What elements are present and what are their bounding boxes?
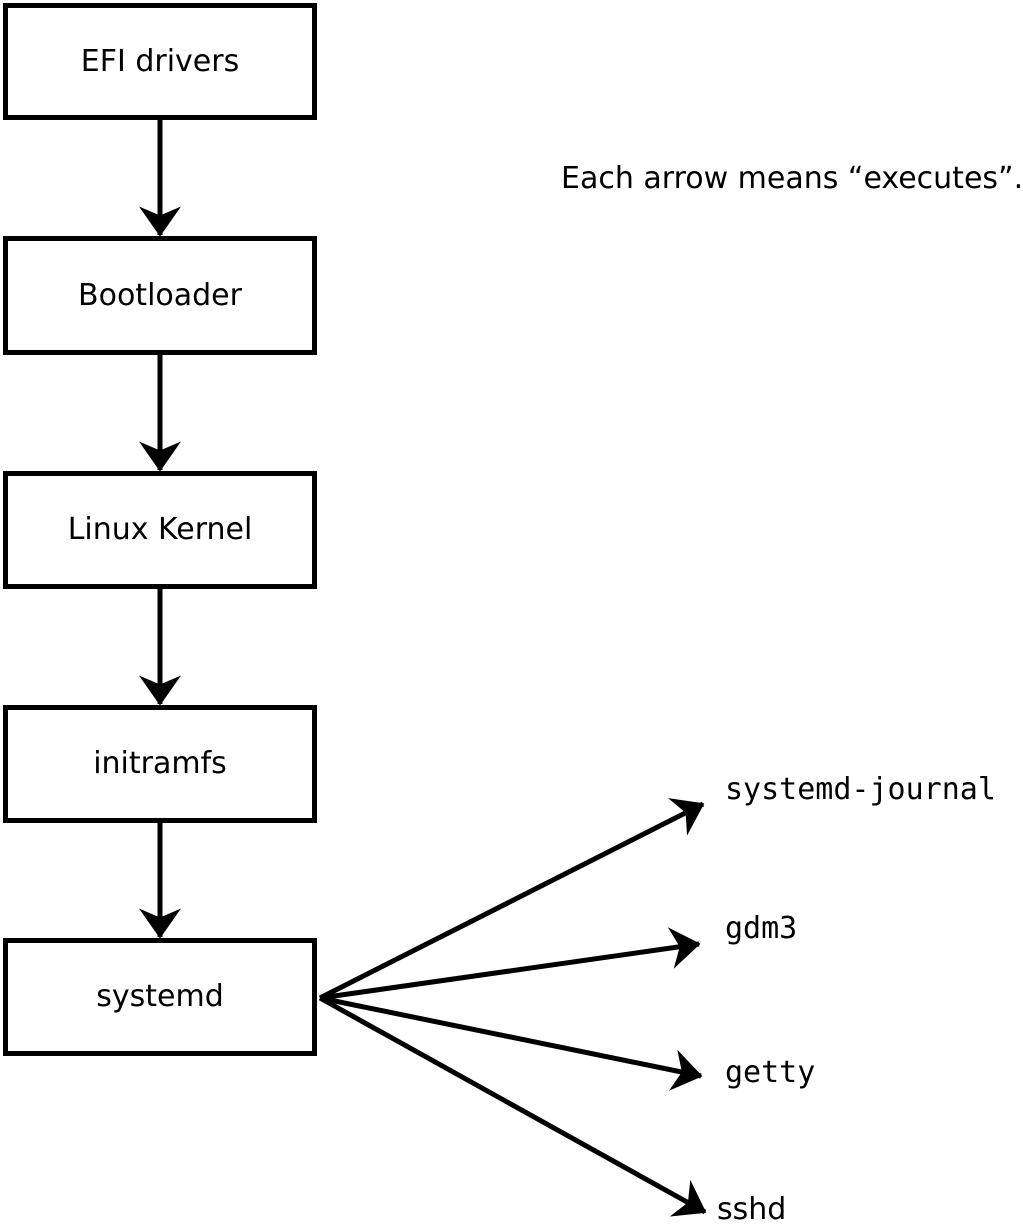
legend-note: Each arrow means “executes”. <box>561 161 1023 196</box>
box-initramfs: initramfs <box>3 705 317 823</box>
box-bootloader: Bootloader <box>3 236 317 355</box>
box-bootloader-label: Bootloader <box>78 277 242 313</box>
arrow-systemd-to-journal <box>318 798 705 1001</box>
box-efi-drivers: EFI drivers <box>3 3 317 120</box>
box-initramfs-label: initramfs <box>93 746 227 781</box>
box-systemd: systemd <box>3 938 317 1056</box>
process-label-systemd-journal: systemd-journal <box>725 772 996 807</box>
process-label-sshd: sshd <box>717 1192 787 1227</box>
arrow-systemd-to-getty <box>319 995 703 1091</box>
box-linux-kernel-label: Linux Kernel <box>67 512 253 547</box>
process-label-gdm3: gdm3 <box>725 911 798 946</box>
arrow-systemd-to-gdm3 <box>319 927 701 1001</box>
box-systemd-label: systemd <box>96 979 224 1014</box>
box-efi-drivers-label: EFI drivers <box>80 43 240 79</box>
box-linux-kernel: Linux Kernel <box>3 471 317 589</box>
process-label-getty: getty <box>725 1055 816 1090</box>
arrow-systemd-to-sshd <box>318 995 707 1217</box>
